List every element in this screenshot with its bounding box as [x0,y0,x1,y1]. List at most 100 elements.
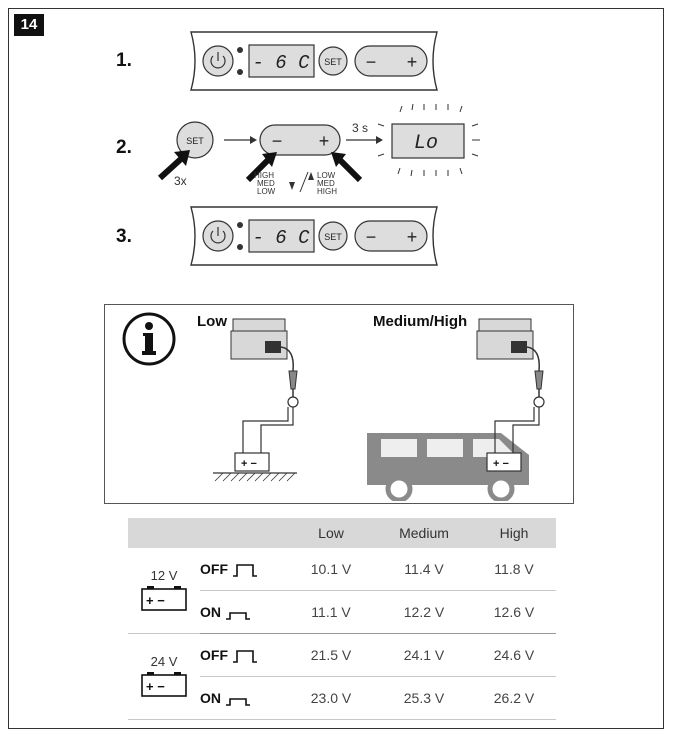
minus-plus-rocker[interactable] [354,45,428,77]
state-label: OFF [200,646,228,663]
info-box: Low Medium/High + − [104,304,574,504]
minus-plus-rocker[interactable] [259,124,341,156]
svg-text:MED: MED [257,179,275,188]
minus-plus-rocker[interactable] [354,220,428,252]
battery-icon [486,452,522,472]
svg-text:+ −: + − [241,458,257,470]
table-header-row: Low Medium High [128,518,556,548]
display-screen [248,219,315,253]
battery-24v: 24 V + − [128,633,200,720]
down-arrow-icon [289,182,295,190]
state-label: ON [200,689,221,706]
battery-icon: + − [141,585,187,611]
col-header-high: High [472,518,556,548]
svg-text:HIGH: HIGH [317,187,337,196]
cell-high: 24.6 V [472,633,556,677]
cell-high: 12.6 V [472,590,556,634]
set-button[interactable]: SET [318,221,348,251]
svg-text:+ −: + − [146,593,165,608]
switch-off-icon [233,650,257,663]
power-button[interactable] [202,220,234,252]
cigarette-plug-icon [288,370,298,390]
hold-duration: 3 s [352,121,368,135]
blink-rays-icon [377,103,480,177]
switch-on-icon [226,612,250,620]
cell-medium: 11.4 V [376,548,472,591]
battery-icon [234,452,270,472]
svg-text:+ −: + − [493,458,509,470]
battery-12v: 12 V + − [128,548,200,634]
svg-text:HIGH: HIGH [254,171,274,180]
power-icon [210,55,226,69]
cigarette-plug-icon [534,370,544,390]
led-indicator [237,244,243,250]
svg-text:SET: SET [324,57,342,67]
switch-off-icon [233,564,257,577]
figure-frame [8,8,664,729]
display-screen [248,44,315,78]
figure-number: 14 [14,14,44,36]
low-label: Low [197,313,227,330]
display-readout: - 6 C [252,227,310,249]
repeat-count: 3x [174,174,187,188]
table-row: ON 11.1 V 12.2 V 12.6 V [128,590,556,634]
state-label: ON [200,603,221,620]
switch-on-icon [226,698,250,706]
plus-label: + [407,52,418,72]
table-row: ON 23.0 V 25.3 V 26.2 V [128,676,556,720]
step-2-number: 2. [116,137,132,158]
power-icon [210,230,226,244]
led-indicator [237,69,243,75]
svg-text:+ −: + − [146,679,165,694]
cell-medium: 24.1 V [376,633,472,677]
cell-low: 23.0 V [286,676,376,720]
led-indicator [237,222,243,228]
table-row: 12 V + − OFF 10.1 V 11.4 V 11.8 V [128,548,556,634]
cell-high: 26.2 V [472,676,556,720]
minus-label: − [272,131,283,151]
plus-label: + [407,227,418,247]
cell-low: 10.1 V [286,548,376,591]
ground-hatch [214,472,296,482]
up-arrow-icon [308,172,314,180]
step-3-number: 3. [116,226,132,247]
cell-low: 21.5 V [286,633,376,677]
medium-high-label: Medium/High [373,313,468,330]
set-button[interactable]: SET [318,46,348,76]
col-header-medium: Medium [376,518,472,548]
press-arrow-icon [245,157,271,183]
battery-icon: + − [141,671,187,697]
svg-text:SET: SET [186,136,204,146]
step-2-sequence: SET 3x − + HIGH MED LOW LOW MED HIGH 3 s… [157,103,480,196]
set-button[interactable]: SET [176,121,214,159]
plus-label: + [319,131,330,151]
display-readout: Lo [414,132,438,155]
display-screen [391,123,465,159]
step-1-number: 1. [116,50,132,71]
svg-text:LOW: LOW [317,171,336,180]
cell-medium: 12.2 V [376,590,472,634]
low-setup-illustration: + − [213,318,299,482]
divider-slash [299,171,309,193]
svg-text:SET: SET [324,232,342,242]
cell-low: 11.1 V [286,590,376,634]
press-arrow-icon [157,155,185,181]
power-button[interactable] [202,45,234,77]
control-panel-step-3: - 6 C SET − + [190,206,438,266]
display-readout: - 6 C [252,52,310,74]
info-icon [122,312,176,366]
led-indicator [237,47,243,53]
col-header-low: Low [286,518,376,548]
medium-high-setup-illustration: + − [367,318,545,501]
cell-high: 11.8 V [472,548,556,591]
svg-text:MED: MED [317,179,335,188]
svg-text:LOW: LOW [257,187,276,196]
cell-medium: 25.3 V [376,676,472,720]
state-label: OFF [200,560,228,577]
minus-label: − [366,227,377,247]
table-row: 24 V + − OFF 21.5 V 24.1 V 24.6 V [128,633,556,720]
press-arrow-icon [337,157,363,183]
battery-cutoff-table: Low Medium High 12 V + − OFF 10.1 V 11.4… [128,518,556,720]
minus-label: − [366,52,377,72]
control-panel-step-1: - 6 C SET − + [190,31,438,91]
